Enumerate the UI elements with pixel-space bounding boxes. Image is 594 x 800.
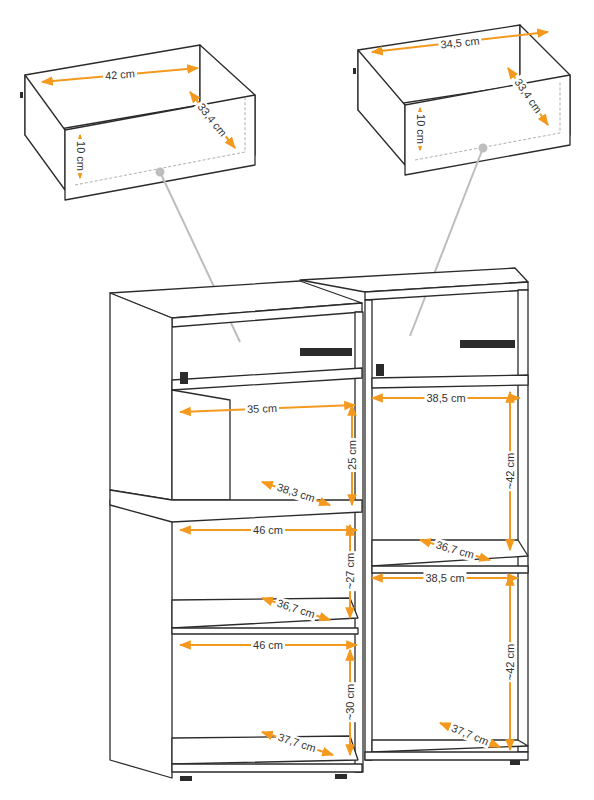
dimension-label: 38,5 cm <box>424 392 467 405</box>
dimension-label: 10 cm <box>74 139 87 173</box>
dimension-label: 46 cm <box>251 524 285 537</box>
dimension-label: 10 cm <box>414 112 427 146</box>
dimension-label: ~42 cm <box>504 642 517 682</box>
dimension-label: 35 cm <box>245 402 279 416</box>
dimension-label: ~30 cm <box>344 682 357 722</box>
dimension-label: 38,5 cm <box>423 572 466 585</box>
dimension-label: ~27 cm <box>344 551 357 591</box>
dimension-label: ~42 cm <box>504 451 517 491</box>
dimension-label: 46 cm <box>251 639 285 652</box>
dimension-label: 25 cm <box>346 438 359 472</box>
